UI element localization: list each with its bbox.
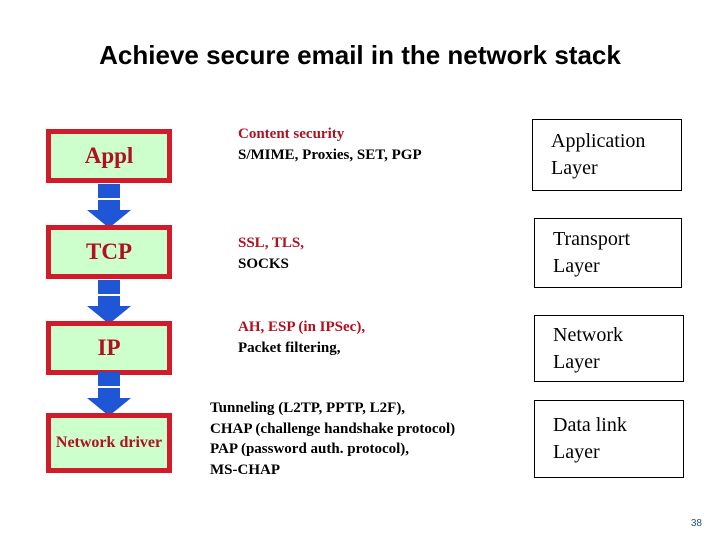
layer-network-line-2: Layer xyxy=(553,350,600,373)
layer-data-link-line-2: Layer xyxy=(553,441,600,463)
security-heading-content-security: Content security xyxy=(238,126,345,142)
layer-application-line-2: Layer xyxy=(551,157,598,179)
stack-box-ip-label: IP xyxy=(97,335,121,361)
stack-box-ip[interactable]: IP xyxy=(46,321,172,375)
stack-box-appl-label: Appl xyxy=(84,143,134,169)
security-detail-chap: CHAP (challenge handshake protocol) xyxy=(210,420,456,437)
arrow-shaft-upper xyxy=(98,372,120,386)
arrow-shaft-lower xyxy=(98,388,120,399)
layer-box-application[interactable]: Application Layer xyxy=(532,119,682,191)
stack-box-tcp[interactable]: TCP xyxy=(46,225,172,279)
layer-box-data-link[interactable]: Data link Layer xyxy=(534,400,684,478)
arrow-down-icon xyxy=(87,184,131,228)
layer-data-link-line-1: Data link xyxy=(553,414,627,437)
arrow-shaft-lower xyxy=(98,200,120,211)
security-mechanisms-application: Content security S/MIME, Proxies, SET, P… xyxy=(238,124,422,165)
stack-box-tcp-label: TCP xyxy=(86,239,132,265)
security-mechanisms-network: AH, ESP (in IPSec), Packet filtering, xyxy=(238,317,365,358)
layer-box-transport[interactable]: Transport Layer xyxy=(534,218,682,288)
stack-box-network-driver[interactable]: Network driver xyxy=(46,413,172,473)
stack-box-network-driver-label: Network driver xyxy=(56,434,162,452)
arrow-shaft-lower xyxy=(98,296,120,307)
security-detail-ms-chap: MS-CHAP xyxy=(210,462,280,479)
layer-transport-line-2: Layer xyxy=(553,255,600,277)
arrow-head xyxy=(87,306,131,324)
network-driver-line-2: driver xyxy=(119,434,163,452)
arrow-head xyxy=(87,398,131,416)
arrow-head xyxy=(87,210,131,228)
layer-transport-line-1: Transport xyxy=(553,228,631,251)
page-title: Achieve secure email in the network stac… xyxy=(99,40,621,70)
security-heading-ssl-tls: SSL, TLS, xyxy=(238,235,305,251)
security-mechanisms-transport: SSL, TLS, SOCKS xyxy=(238,233,304,274)
security-detail-pap: PAP (password auth. protocol), xyxy=(210,441,410,458)
security-mechanisms-datalink: Tunneling (L2TP, PPTP, L2F), CHAP (chall… xyxy=(210,398,455,481)
arrow-shaft-upper xyxy=(98,280,120,294)
layer-application-line-1: Application xyxy=(551,130,646,153)
arrow-shaft-upper xyxy=(98,184,120,198)
security-detail-smime: S/MIME, Proxies, SET, PGP xyxy=(238,146,422,163)
layer-box-network[interactable]: Network Layer xyxy=(534,315,684,382)
security-detail-packet-filtering: Packet filtering, xyxy=(238,339,341,356)
arrow-down-icon xyxy=(87,280,131,324)
arrow-down-icon xyxy=(87,372,131,416)
security-detail-socks: SOCKS xyxy=(238,255,289,272)
security-detail-tunneling: Tunneling (L2TP, PPTP, L2F), xyxy=(210,400,406,416)
security-heading-ah-esp: AH, ESP (in IPSec), xyxy=(238,319,366,335)
network-driver-line-1: Network xyxy=(55,434,116,452)
stack-box-appl[interactable]: Appl xyxy=(46,129,172,183)
layer-network-line-1: Network xyxy=(553,323,623,346)
page-number: 38 xyxy=(690,518,702,529)
